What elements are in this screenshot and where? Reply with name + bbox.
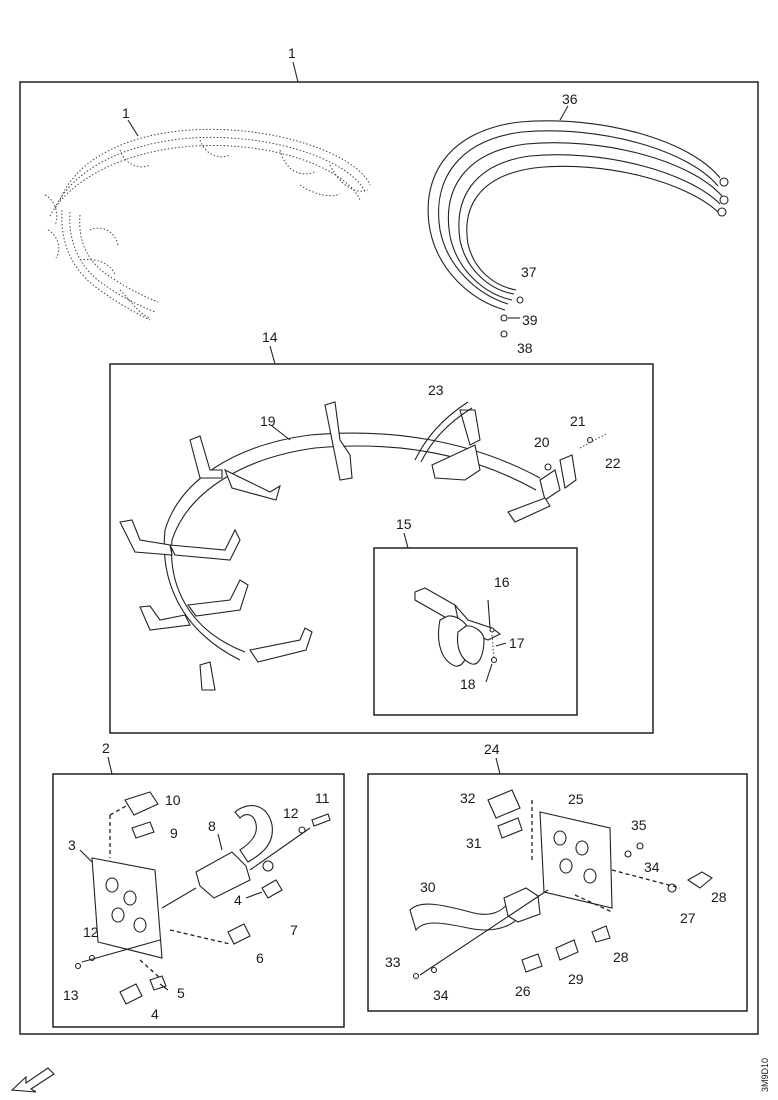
callout-1-top: 1 [288, 45, 296, 61]
leader-24 [495, 757, 501, 775]
callout-39: 39 [522, 312, 538, 328]
callout-36: 36 [562, 91, 578, 107]
callout-30: 30 [420, 879, 436, 895]
callout-6: 6 [256, 950, 264, 966]
leader-17 [495, 642, 507, 647]
front-direction-arrow-icon [10, 1067, 55, 1093]
callout-4-mid: 4 [234, 892, 242, 908]
callout-4-bot: 4 [151, 1006, 159, 1022]
box-24 [367, 773, 748, 1012]
callout-12-top: 12 [283, 805, 299, 821]
callout-11: 11 [315, 790, 330, 806]
leader-15 [403, 532, 409, 549]
callout-29: 29 [568, 971, 584, 987]
callout-2: 2 [102, 740, 110, 756]
callout-3: 3 [68, 837, 76, 853]
callout-10: 10 [165, 792, 181, 808]
leader-3 [79, 849, 93, 863]
callout-25: 25 [568, 791, 584, 807]
leader-19 [271, 425, 291, 441]
box-15 [373, 547, 578, 716]
bulkhead-assembly-right [409, 789, 713, 980]
mount-bracket [414, 587, 502, 667]
leader-18 [485, 663, 493, 683]
callout-28-bot: 28 [613, 949, 629, 965]
callout-14: 14 [262, 329, 278, 345]
callout-20: 20 [534, 434, 550, 450]
leader-8 [217, 833, 223, 851]
wiring-harness [44, 128, 371, 321]
callout-37: 37 [521, 264, 537, 280]
callout-28-right: 28 [711, 889, 727, 905]
box-2 [52, 773, 345, 1028]
callout-34-bot: 34 [433, 987, 449, 1003]
guard-hoop [119, 401, 607, 691]
hose-loop [427, 120, 729, 338]
callout-31: 31 [466, 835, 482, 851]
callout-13: 13 [63, 987, 79, 1003]
callout-35: 35 [631, 817, 647, 833]
leader-14 [269, 345, 276, 365]
callout-34-right: 34 [644, 859, 660, 875]
callout-22: 22 [605, 455, 621, 471]
callout-26: 26 [515, 983, 531, 999]
callout-18: 18 [460, 676, 476, 692]
callout-23: 23 [428, 382, 444, 398]
callout-21: 21 [570, 413, 586, 429]
callout-16: 16 [494, 574, 510, 590]
callout-33: 33 [385, 954, 401, 970]
callout-24: 24 [484, 741, 500, 757]
callout-38: 38 [517, 340, 533, 356]
callout-7: 7 [290, 922, 298, 938]
leader-5 [159, 983, 169, 991]
callout-5: 5 [177, 985, 185, 1001]
leader-1-top [292, 61, 299, 83]
callout-8: 8 [208, 818, 216, 834]
drawing-id: 3M9D10 [760, 1058, 770, 1092]
callout-9: 9 [170, 825, 178, 841]
box-14 [109, 363, 654, 734]
callout-15: 15 [396, 516, 412, 532]
callout-1-harness: 1 [122, 105, 130, 121]
callout-27: 27 [680, 910, 696, 926]
leader-4-mid [245, 891, 263, 899]
leader-36 [559, 105, 569, 121]
bulkhead-assembly-left [74, 791, 331, 1005]
callout-32: 32 [460, 790, 476, 806]
leader-2 [107, 756, 113, 775]
leader-1-harness [127, 119, 139, 137]
callout-19: 19 [260, 413, 276, 429]
callout-12-left: 12 [83, 924, 99, 940]
callout-17: 17 [509, 635, 525, 651]
outer-frame [19, 81, 759, 1035]
